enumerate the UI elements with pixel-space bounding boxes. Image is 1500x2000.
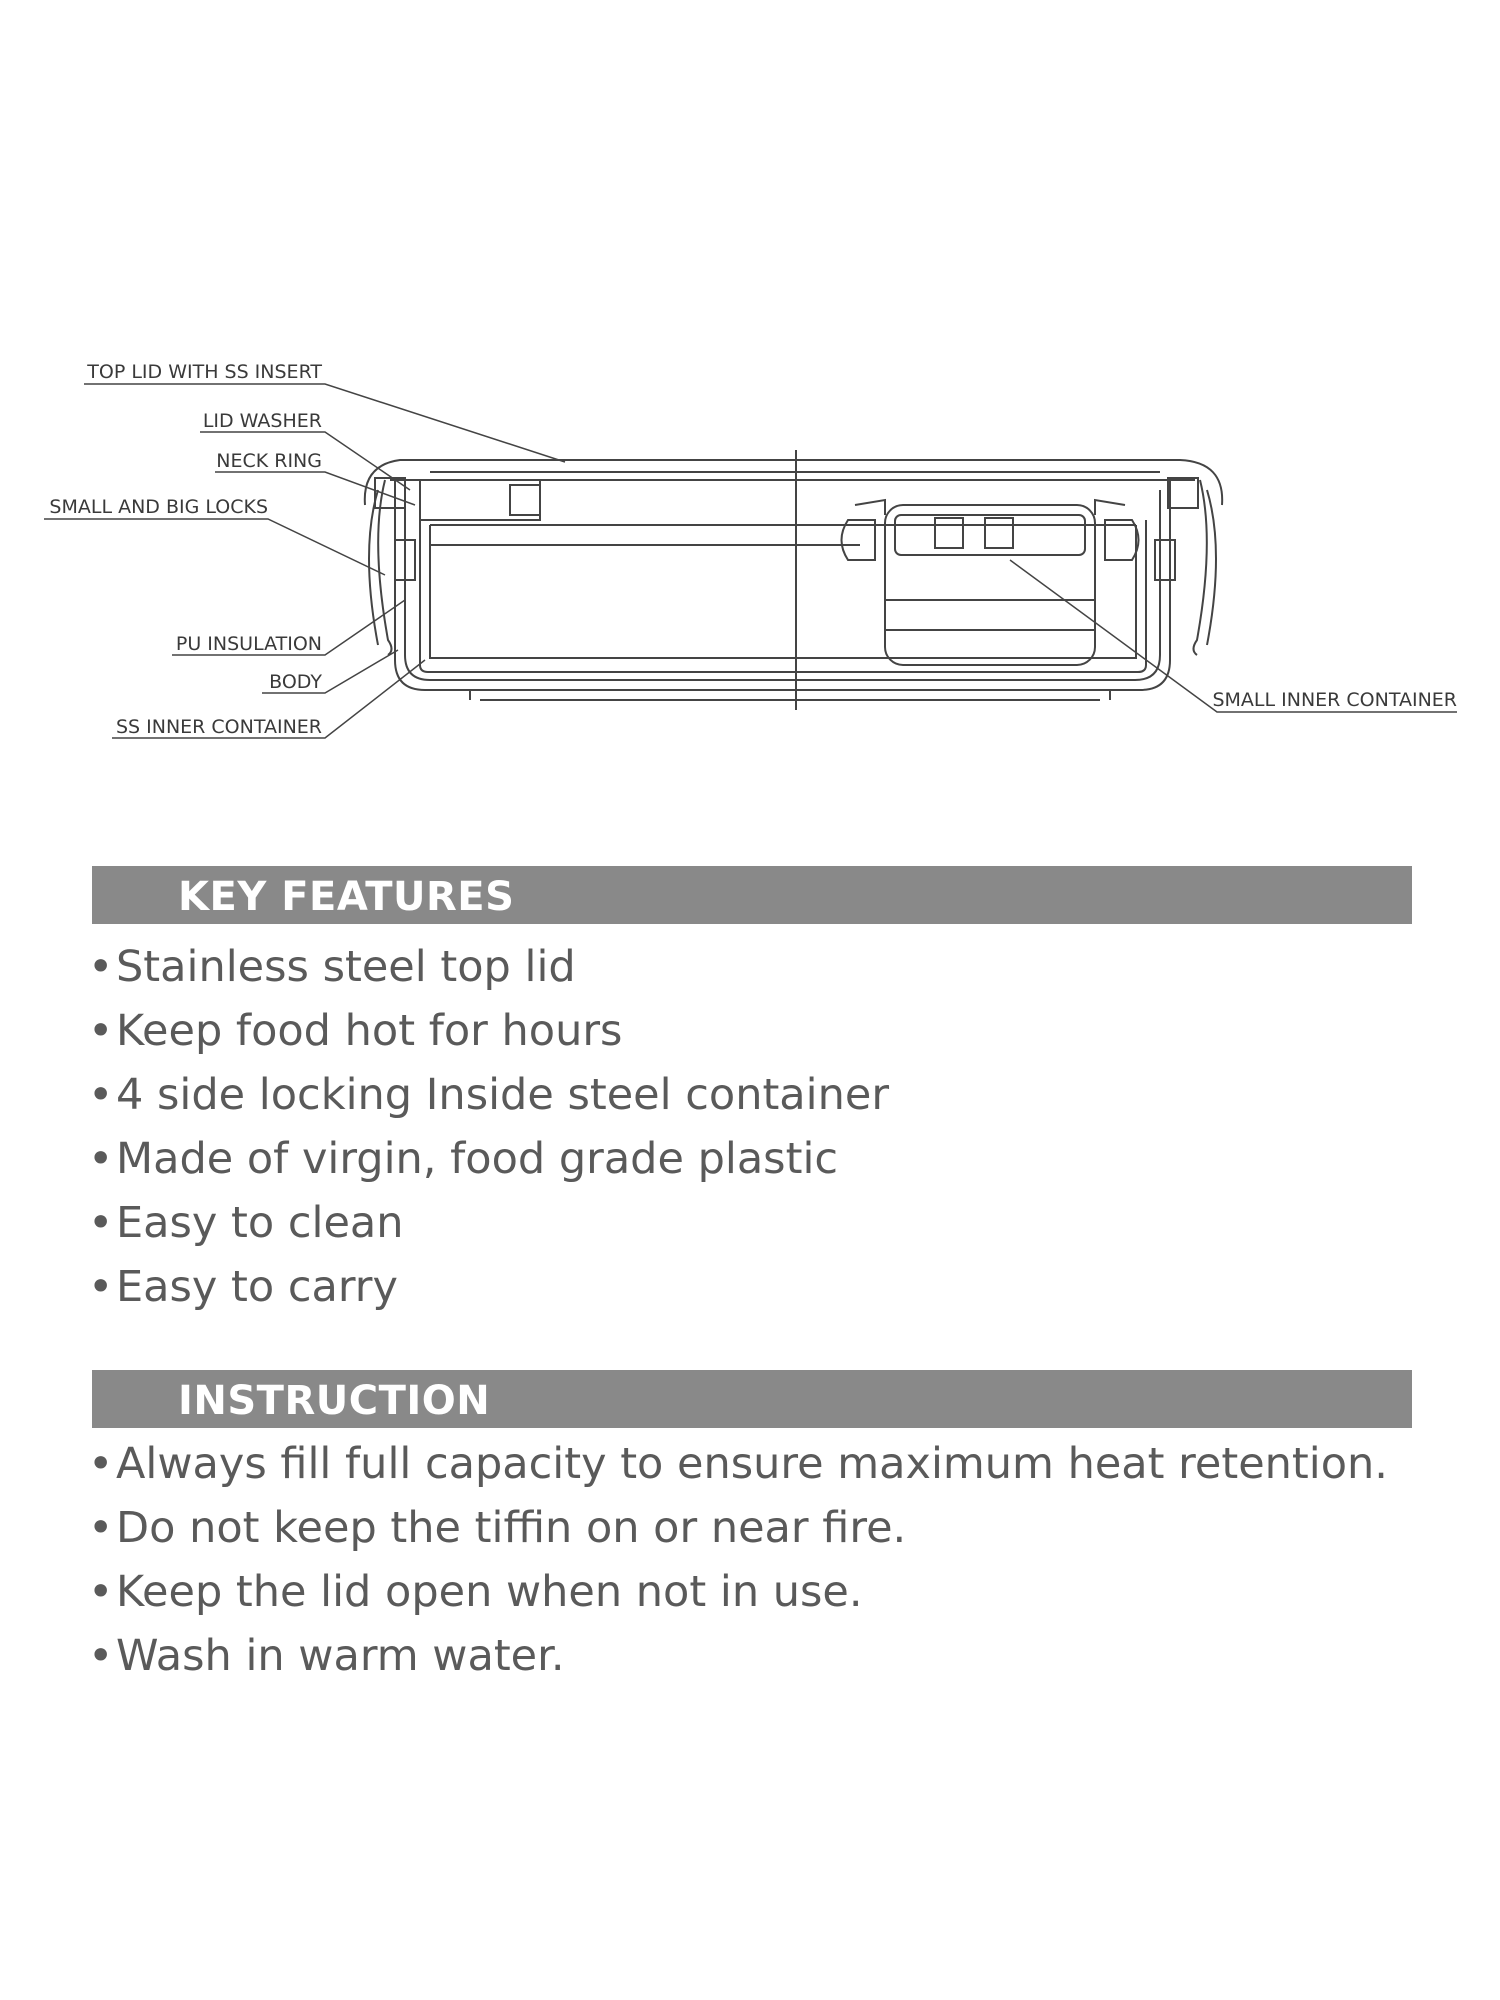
list-item: •Keep food hot for hours xyxy=(88,1006,623,1056)
outer-body-outline xyxy=(394,480,1171,691)
key-features-list: •Stainless steel top lid •Keep food hot … xyxy=(88,935,889,1319)
list-item: •Stainless steel top lid xyxy=(88,942,576,992)
leader-ss-inner xyxy=(112,659,426,739)
big-lock-left xyxy=(377,479,393,656)
leader-body xyxy=(262,649,399,694)
small-inner-container-outline xyxy=(884,504,1096,666)
label-pu-insulation: PU INSULATION xyxy=(176,633,322,655)
label-ss-inner: SS INNER CONTAINER xyxy=(116,716,322,738)
list-item: •Keep the lid open when not in use. xyxy=(88,1567,863,1617)
list-item: •Do not keep the tiffin on or near fire. xyxy=(88,1503,907,1553)
leader-small-inner xyxy=(1009,559,1457,713)
ss-inner-container-outline xyxy=(419,520,1147,673)
leader-top-lid xyxy=(84,383,566,463)
list-item: •Easy to carry xyxy=(88,1262,398,1312)
leader-locks xyxy=(44,518,386,576)
instruction-list: •Always fill full capacity to ensure max… xyxy=(88,1432,1388,1688)
leader-neck-ring xyxy=(215,471,416,506)
leader-lid-washer xyxy=(200,431,411,491)
label-locks: SMALL AND BIG LOCKS xyxy=(49,496,268,518)
label-lid-washer: LID WASHER xyxy=(203,410,322,432)
list-item: •Easy to clean xyxy=(88,1198,404,1248)
label-body: BODY xyxy=(269,671,322,693)
list-item: •Made of virgin, food grade plastic xyxy=(88,1134,839,1184)
leader-pu-insulation xyxy=(172,599,406,656)
product-cross-section-diagram: TOP LID WITH SS INSERT LID WASHER NECK R… xyxy=(44,361,1457,739)
instruction-title: INSTRUCTION xyxy=(178,1378,491,1424)
list-item: •Wash in warm water. xyxy=(88,1631,565,1681)
key-features-title: KEY FEATURES xyxy=(178,874,515,920)
key-features-header: KEY FEATURES xyxy=(92,866,1412,924)
list-item: •Always fill full capacity to ensure max… xyxy=(88,1439,1388,1489)
instruction-header: INSTRUCTION xyxy=(92,1370,1412,1428)
label-neck-ring: NECK RING xyxy=(216,450,322,472)
list-item: •4 side locking Inside steel container xyxy=(88,1070,889,1120)
big-lock-right xyxy=(1192,479,1208,656)
top-lid-outline xyxy=(363,459,1224,506)
label-small-inner: SMALL INNER CONTAINER xyxy=(1212,689,1457,711)
label-top-lid: TOP LID WITH SS INSERT xyxy=(86,361,322,383)
